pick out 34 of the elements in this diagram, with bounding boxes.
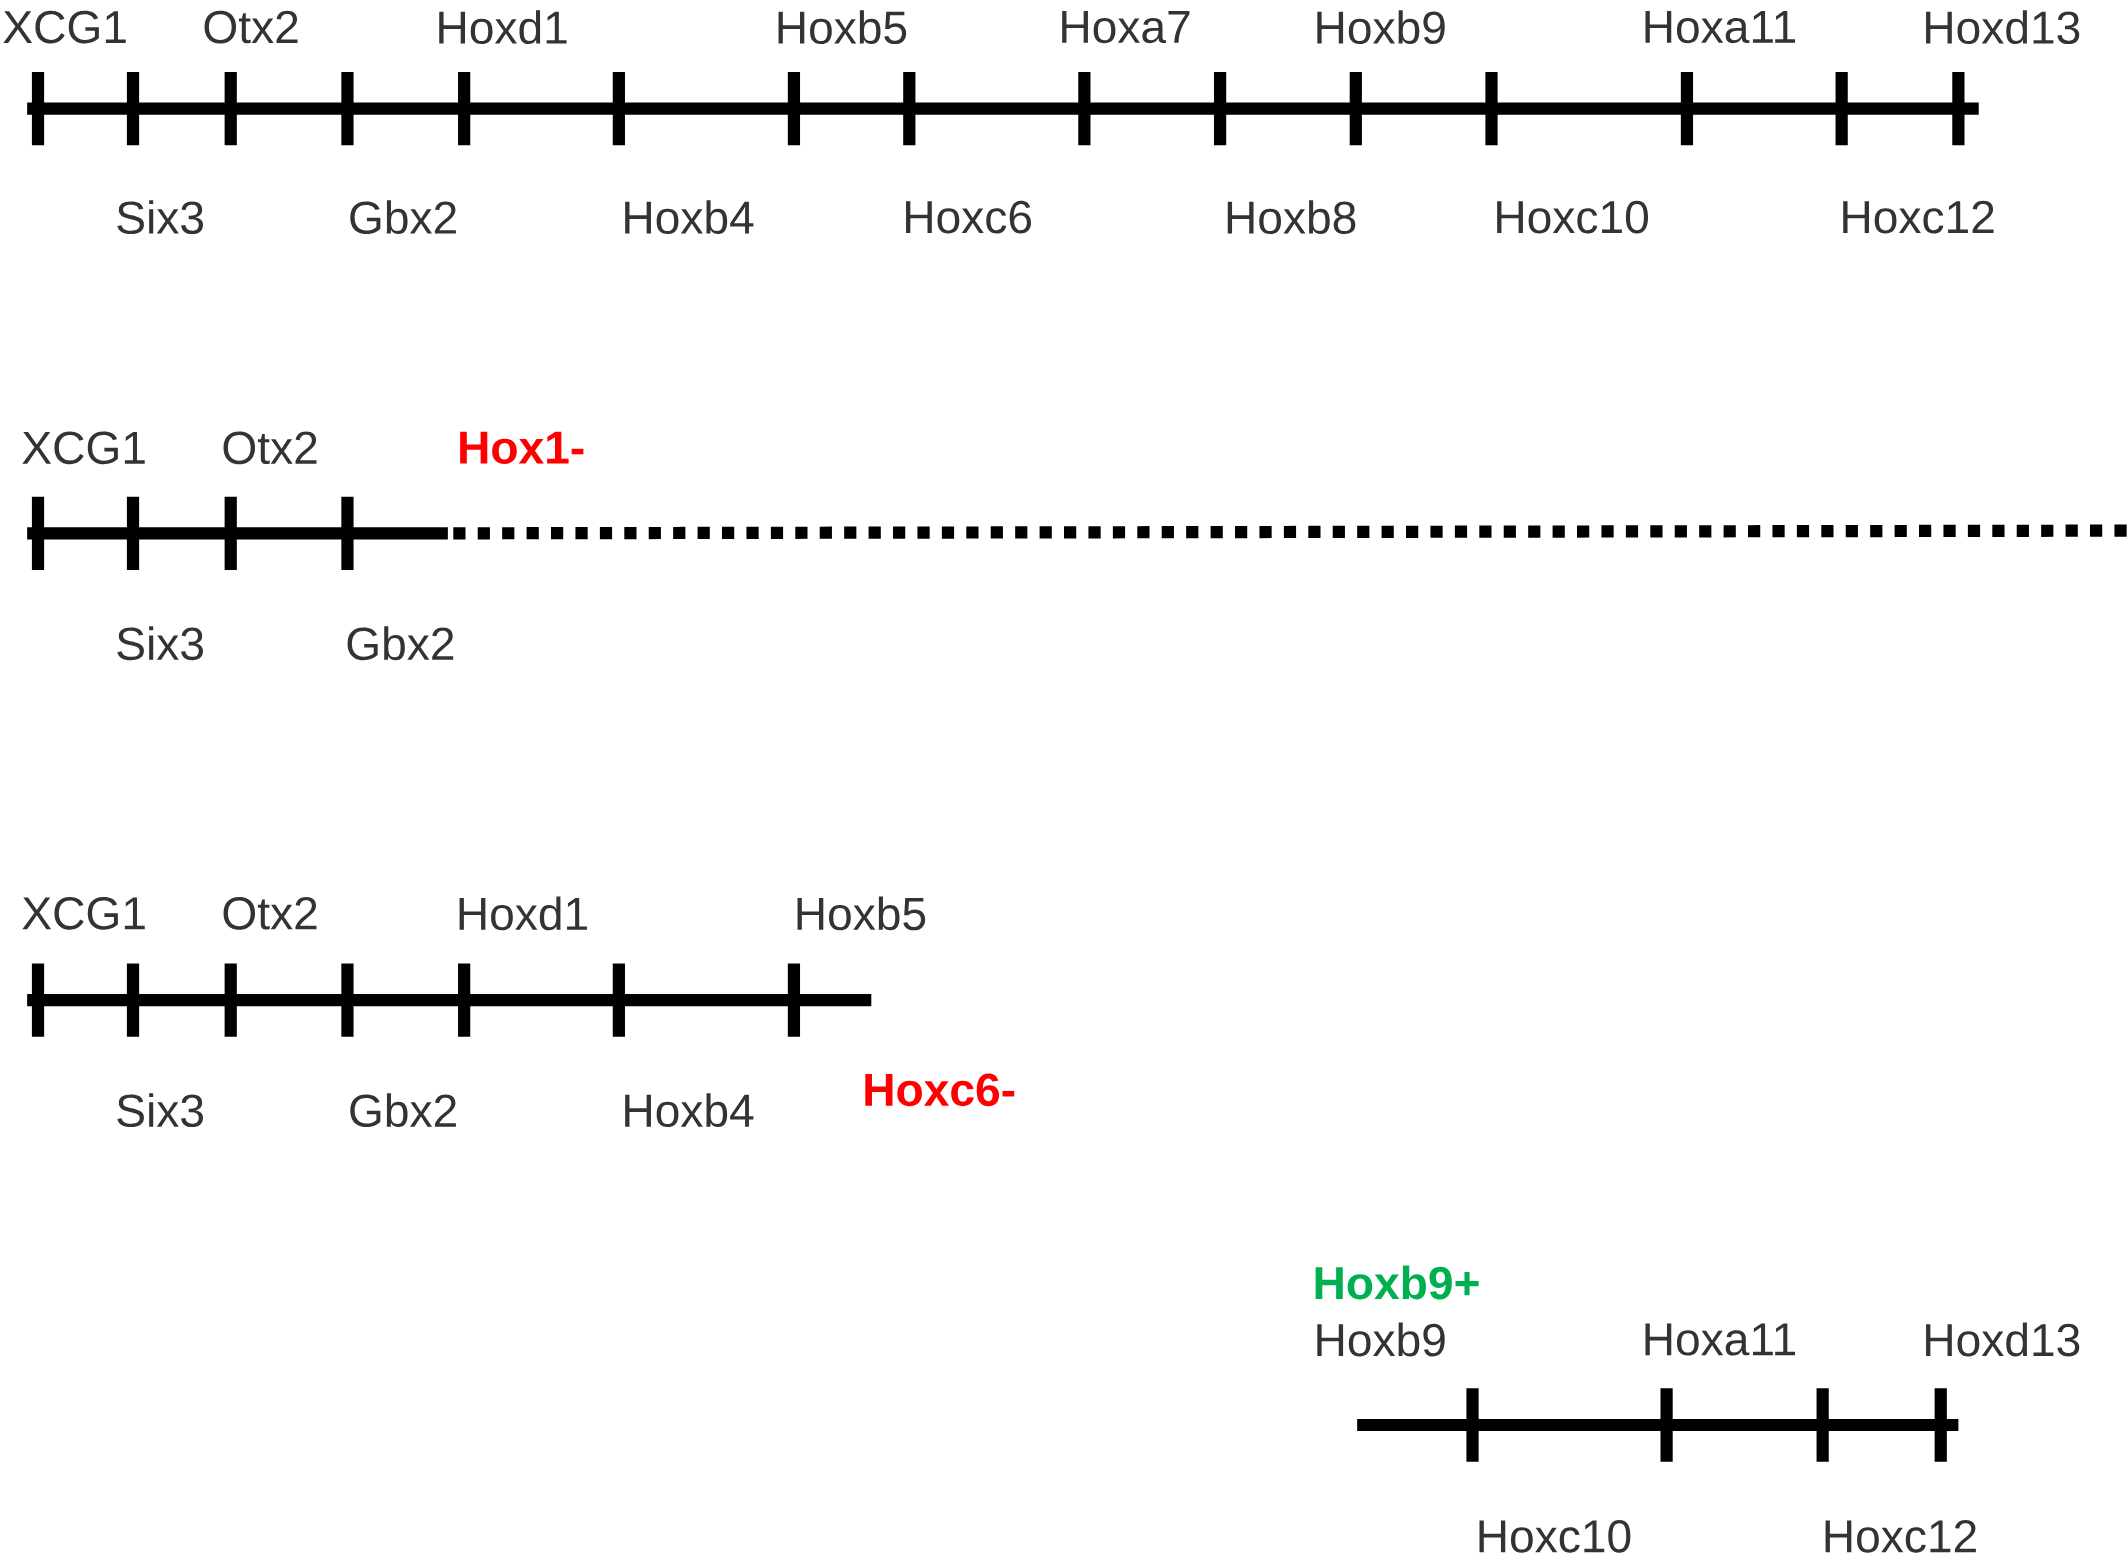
gene-label: Hoxb9+ [1315,1265,1479,1300]
gene-label: Otx2 [223,431,317,464]
gene-label: Hoxc12 [1825,1519,1976,1553]
gene-label: XCG1 [3,10,126,44]
gene-label: Gbx2 [347,626,454,661]
gene-label: Hoxb9 [1317,1322,1445,1357]
gene-label: Otx2 [223,896,317,930]
gene-label: Six3 [117,1093,203,1127]
gene-label: Gbx2 [350,200,456,234]
gene-label: Hoxa7 [1062,10,1190,44]
gene-label: Hoxc10 [1479,1519,1631,1553]
gene-label: Hoxa11 [1645,1323,1796,1356]
gene-label: Hoxd13 [1926,1322,2080,1357]
gene-label: Hoxb8 [1227,200,1356,234]
gene-label: XCG1 [22,896,145,930]
gene-label: Six3 [117,626,203,661]
gene-label: Hoxb4 [625,200,754,234]
gene-label: Hoxb9 [1317,10,1445,44]
gene-label: Hoxd1 [459,896,587,931]
gene-label: Hoxa11 [1645,10,1796,44]
gene-label: Hoxc10 [1497,200,1648,234]
gene-label: Hoxd1 [439,10,567,44]
gene-label: Hoxc6 [906,200,1031,234]
gene-label: Hoxc6- [865,1073,1015,1106]
gene-label: Gbx2 [350,1093,456,1127]
gene-label: Hoxb4 [625,1093,754,1127]
gene-label: Otx2 [204,10,298,44]
gene-label: Hox1- [460,431,584,464]
gene-label: Hoxd13 [1926,10,2080,44]
gene-label: Hoxb5 [778,10,907,44]
gene-label: XCG1 [22,431,145,464]
gene-label: Six3 [117,200,203,234]
gene-label: Hoxb5 [797,896,926,931]
gene-label: Hoxc12 [1843,200,1994,234]
